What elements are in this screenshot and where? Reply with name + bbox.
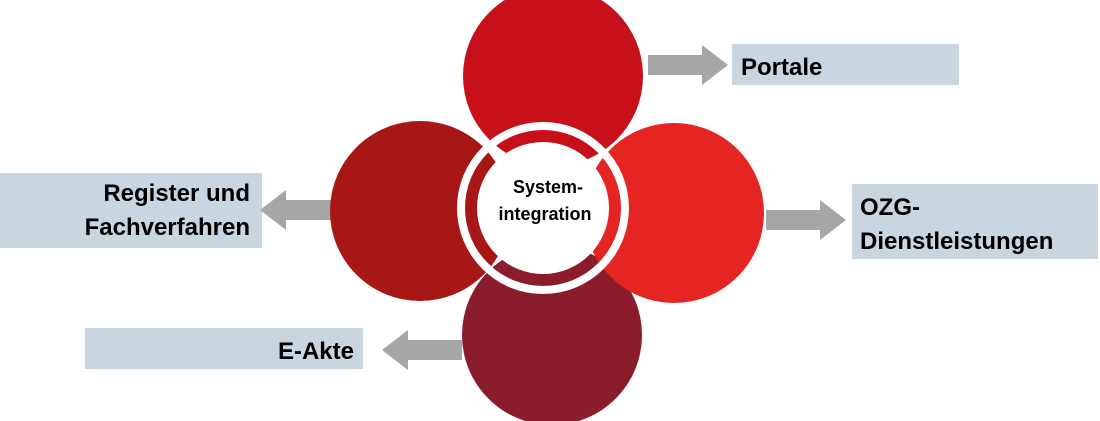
portale-label-box — [732, 44, 959, 85]
register-label-box — [0, 173, 262, 248]
arrow-to-eakte — [382, 330, 462, 370]
circle-bottom — [462, 245, 642, 421]
eakte-label-box — [85, 328, 363, 369]
circle-right — [584, 123, 764, 303]
eakte-label: E-Akte — [278, 338, 354, 365]
ozg-label-line1: OZG- — [860, 194, 920, 221]
arrow-to-register — [260, 190, 340, 230]
center-label-line1: System- — [513, 177, 583, 197]
ozg-label-box — [852, 184, 1098, 259]
arrow-to-portale — [648, 45, 728, 85]
circle-top — [463, 0, 643, 166]
portale-label: Portale — [741, 54, 822, 81]
center-label-line2: integration — [499, 204, 592, 224]
ozg-label-line2: Dienstleistungen — [860, 228, 1053, 255]
circle-left — [330, 121, 510, 301]
register-label-line2: Fachverfahren — [85, 214, 250, 241]
center-inner-disc — [477, 142, 609, 274]
arrow-to-ozg — [766, 200, 846, 240]
register-label-line1: Register und — [103, 180, 250, 207]
